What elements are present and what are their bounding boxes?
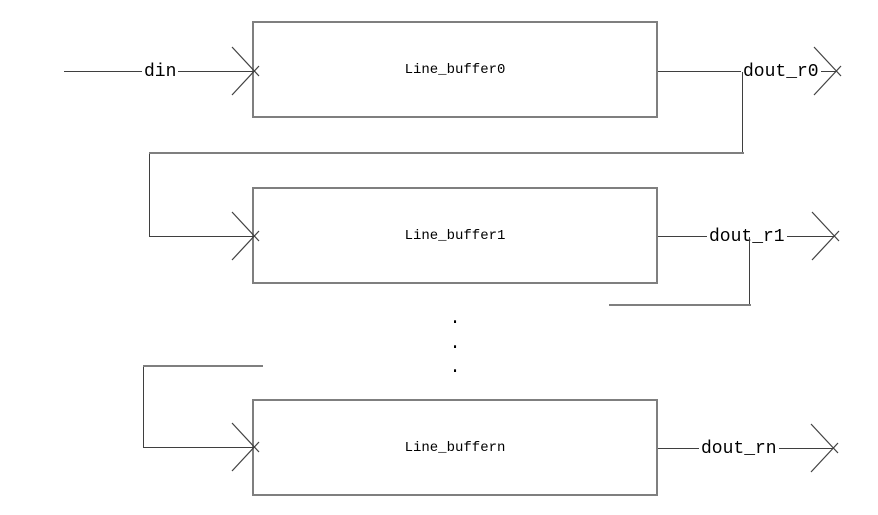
arrowhead-dout-rn bbox=[810, 423, 839, 473]
ellipsis-dot: . bbox=[449, 358, 461, 378]
line-buffer-0-box: Line_buffer0 bbox=[252, 21, 658, 118]
line-buffer-1-label: Line_buffer1 bbox=[404, 227, 506, 244]
line-buffer-0-label: Line_buffer0 bbox=[404, 61, 506, 78]
arrowhead-input-buffer1 bbox=[231, 211, 260, 261]
arrowhead-input-buffern bbox=[231, 422, 260, 472]
wire-feedback0-down bbox=[149, 154, 150, 236]
dout-r0-label: dout_r0 bbox=[741, 62, 821, 82]
arrowhead-dout-r1 bbox=[811, 211, 840, 261]
line-buffer-n-label: Line_buffern bbox=[404, 439, 506, 456]
wire-feedback1-horizontal bbox=[609, 304, 751, 306]
wire-feedbackn-stub bbox=[143, 365, 263, 367]
dout-rn-label: dout_rn bbox=[699, 439, 779, 459]
ellipsis-dot: . bbox=[449, 334, 461, 354]
wire-feedbackn-into-buffern bbox=[143, 447, 254, 448]
ellipsis-dot: . bbox=[449, 309, 461, 329]
arrowhead-dout-r0 bbox=[813, 46, 842, 96]
arrowhead-input-buffer0 bbox=[231, 46, 260, 96]
wire-feedbackn-down bbox=[143, 367, 144, 447]
line-buffer-n-box: Line_buffern bbox=[252, 399, 658, 496]
wire-feedback0-into-buffer1 bbox=[149, 236, 254, 237]
wire-feedback1-drop bbox=[749, 237, 750, 305]
wire-feedback0-horizontal bbox=[149, 152, 744, 154]
wire-feedback0-drop bbox=[742, 72, 743, 153]
line-buffer-1-box: Line_buffer1 bbox=[252, 187, 658, 284]
dout-r1-label: dout_r1 bbox=[707, 227, 787, 247]
din-label: din bbox=[142, 62, 179, 82]
